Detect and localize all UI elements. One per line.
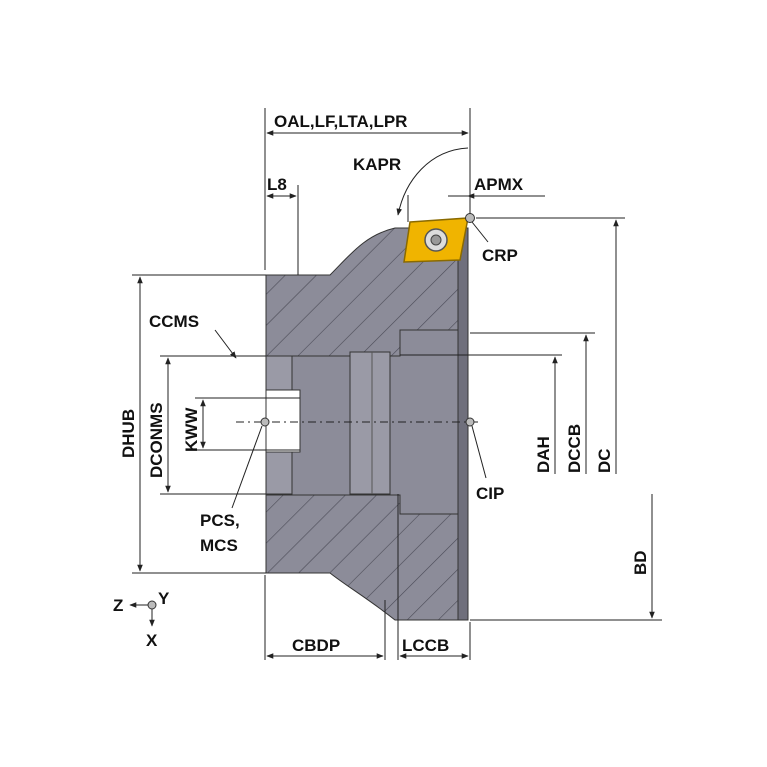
- label-kapr: KAPR: [353, 155, 401, 174]
- dimension-lines: [129, 108, 662, 660]
- label-oal: OAL,LF,LTA,LPR: [274, 112, 407, 131]
- cutter-body: [265, 227, 469, 621]
- label-cbdp: CBDP: [292, 636, 340, 655]
- cip-point: [465, 417, 475, 427]
- label-dhub: DHUB: [119, 409, 138, 458]
- label-cip: CIP: [476, 484, 504, 503]
- label-dah: DAH: [534, 436, 553, 473]
- pcs-point: [260, 417, 270, 427]
- label-crp: CRP: [482, 246, 518, 265]
- label-axis-y: Y: [158, 589, 170, 608]
- label-apmx: APMX: [474, 175, 524, 194]
- label-pcs: PCS,: [200, 511, 240, 530]
- label-axis-x: X: [146, 631, 158, 650]
- label-lccb: LCCB: [402, 636, 449, 655]
- label-dc: DC: [595, 448, 614, 473]
- key-way-lower: [265, 451, 293, 495]
- label-kww: KWW: [182, 407, 201, 452]
- bore-step: [349, 351, 391, 495]
- label-ccms: CCMS: [149, 312, 199, 331]
- label-axis-z: Z: [113, 596, 123, 615]
- label-dccb: DCCB: [565, 424, 584, 473]
- label-dconms: DCONMS: [147, 402, 166, 478]
- crp-point: [465, 213, 475, 223]
- label-l8: L8: [267, 175, 287, 194]
- label-mcs: MCS: [200, 536, 238, 555]
- axis-origin: [147, 600, 157, 610]
- insert: [403, 217, 469, 263]
- key-way: [265, 355, 293, 391]
- label-bd: BD: [631, 550, 650, 575]
